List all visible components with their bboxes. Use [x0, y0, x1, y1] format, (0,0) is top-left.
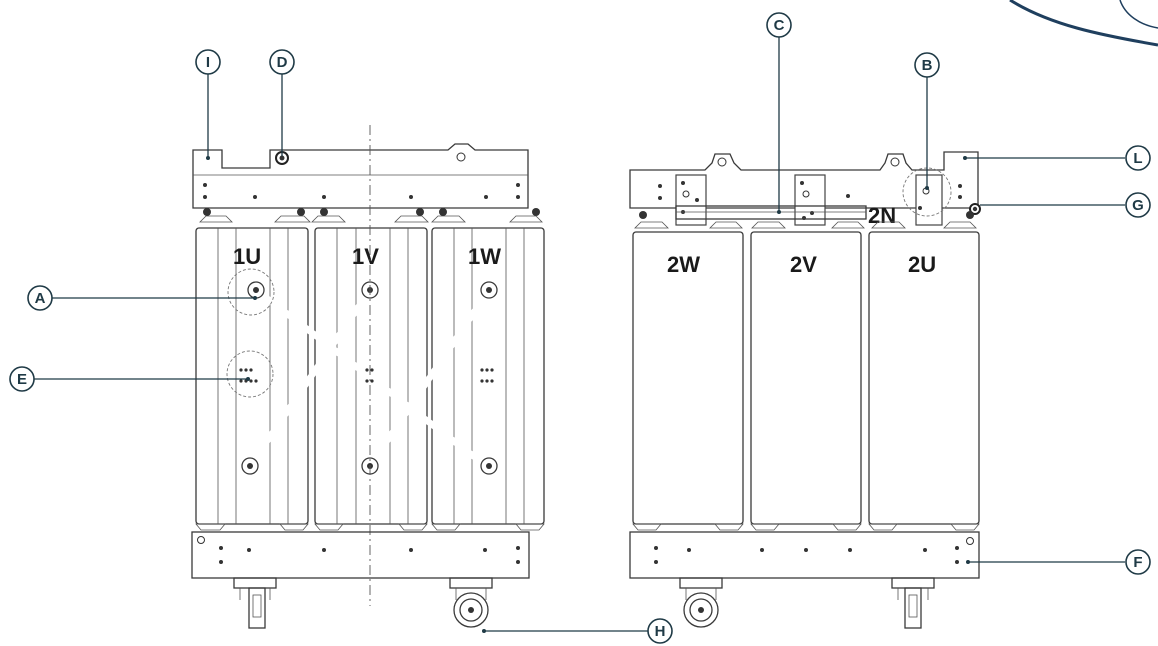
coil-label-2u: 2U — [908, 252, 936, 277]
callout-label-i: I — [206, 54, 210, 71]
callout-h: H — [482, 618, 673, 644]
right-wheel-2 — [891, 577, 935, 629]
detail-circle-e — [226, 350, 274, 398]
tap-links — [239, 368, 494, 383]
callout-label-a: A — [35, 290, 46, 307]
right-top-frame — [629, 151, 979, 209]
left-wheel-2 — [449, 577, 493, 628]
right-wheel-1 — [679, 577, 723, 628]
callout-label-f: F — [1133, 554, 1142, 571]
callout-i: I — [195, 49, 221, 160]
callout-g: G — [980, 192, 1151, 218]
left-wheel-1 — [233, 577, 277, 629]
callout-label-l: L — [1133, 150, 1142, 167]
callout-label-h: H — [655, 623, 666, 640]
left-top-frame — [192, 143, 529, 209]
coil-label-1w: 1W — [468, 244, 501, 269]
callout-f: F — [966, 549, 1151, 575]
callout-label-b: B — [922, 57, 933, 74]
callout-label-g: G — [1132, 197, 1144, 214]
right-transformer: 2N 2W 2V 2U — [629, 151, 981, 629]
brand-swoosh — [1009, 0, 1158, 47]
right-bottom-frame — [629, 531, 980, 579]
callout-d: D — [269, 49, 295, 156]
callout-b: B — [914, 52, 940, 190]
callout-label-e: E — [17, 371, 27, 388]
callout-c: C — [766, 12, 792, 214]
callout-e: E — [9, 366, 250, 392]
left-transformer: 1U 1V 1W — [191, 125, 545, 629]
neutral-label-2n: 2N — [868, 203, 896, 228]
detail-circle-a — [227, 268, 275, 316]
left-bottom-frame — [191, 531, 530, 579]
coil-label-1v: 1V — [352, 244, 379, 269]
callout-l: L — [963, 145, 1151, 171]
coil-label-1u: 1U — [233, 244, 261, 269]
callout-a: A — [27, 285, 257, 311]
callout-label-d: D — [277, 54, 288, 71]
callouts: A B C D E — [9, 12, 1151, 644]
coil-label-2v: 2V — [790, 252, 817, 277]
left-cross-bracing — [241, 281, 498, 475]
coil-label-2w: 2W — [667, 252, 700, 277]
callout-label-c: C — [774, 17, 785, 34]
